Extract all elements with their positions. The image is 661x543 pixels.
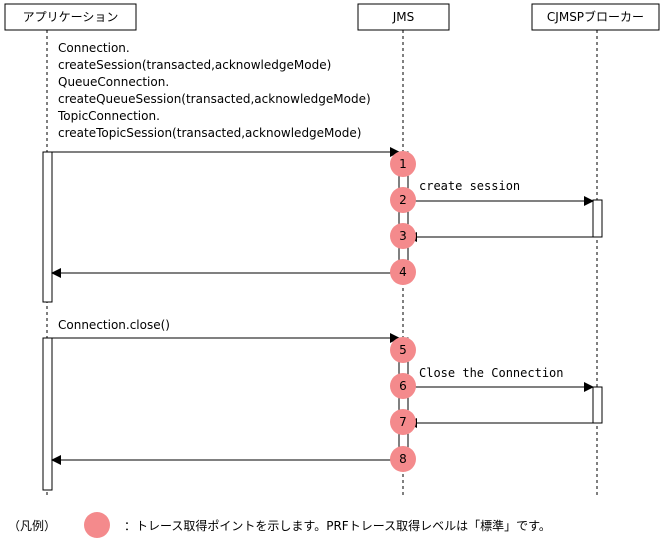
trace-point: 2	[390, 187, 416, 213]
trace-point-number: 3	[399, 229, 407, 243]
lifeline-label-broker: CJMSPブローカー	[547, 9, 644, 24]
lifeline-label-app: アプリケーション	[23, 10, 119, 24]
lifeline-header-jms: JMS	[357, 3, 450, 31]
trace-point-number: 8	[399, 452, 407, 466]
trace-point-number: 1	[399, 157, 407, 171]
trace-point: 7	[390, 409, 416, 435]
message-label-close-call: Connection.close()	[58, 318, 170, 332]
create-call-line: createSession(transacted,acknowledgeMode…	[58, 58, 331, 72]
activation-app-1	[42, 151, 53, 303]
trace-point: 6	[390, 373, 416, 399]
lifeline-label-jms: JMS	[392, 10, 415, 24]
trace-point: 5	[390, 337, 416, 363]
trace-point-number: 7	[399, 415, 407, 429]
trace-point-number: 5	[399, 343, 407, 357]
activation-broker-2	[592, 386, 603, 424]
message-label-create-session: create session	[419, 179, 520, 193]
create-call-line: TopicConnection.	[57, 109, 160, 123]
activation-app-2	[42, 337, 53, 491]
trace-point-legend-icon	[84, 512, 111, 538]
trace-point-number: 2	[399, 193, 407, 207]
create-call-line: createTopicSession(transacted,acknowledg…	[58, 126, 361, 140]
trace-point: 3	[390, 223, 416, 249]
create-call-line: createQueueSession(transacted,acknowledg…	[58, 92, 371, 106]
trace-point-number: 6	[399, 379, 407, 393]
legend: （凡例） ：トレース取得ポイントを示します。PRFトレース取得レベルは「標準」で…	[8, 512, 551, 538]
legend-text: ：トレース取得ポイントを示します。PRFトレース取得レベルは「標準」です。	[124, 518, 551, 533]
legend-prefix: （凡例）	[8, 518, 57, 533]
create-call-line: Connection.	[58, 41, 130, 55]
activation-broker-1	[592, 199, 603, 238]
message-label-create-calls: Connection. createSession(transacted,ack…	[57, 41, 371, 140]
trace-point: 1	[390, 151, 416, 177]
create-call-line: QueueConnection.	[58, 75, 169, 89]
trace-point: 4	[390, 259, 416, 285]
trace-point-number: 4	[399, 265, 407, 279]
trace-point: 8	[390, 446, 416, 472]
message-label-close-connection: Close the Connection	[419, 366, 564, 380]
lifeline-header-app: アプリケーション	[4, 3, 137, 31]
lifeline-header-broker: CJMSPブローカー	[531, 3, 660, 31]
